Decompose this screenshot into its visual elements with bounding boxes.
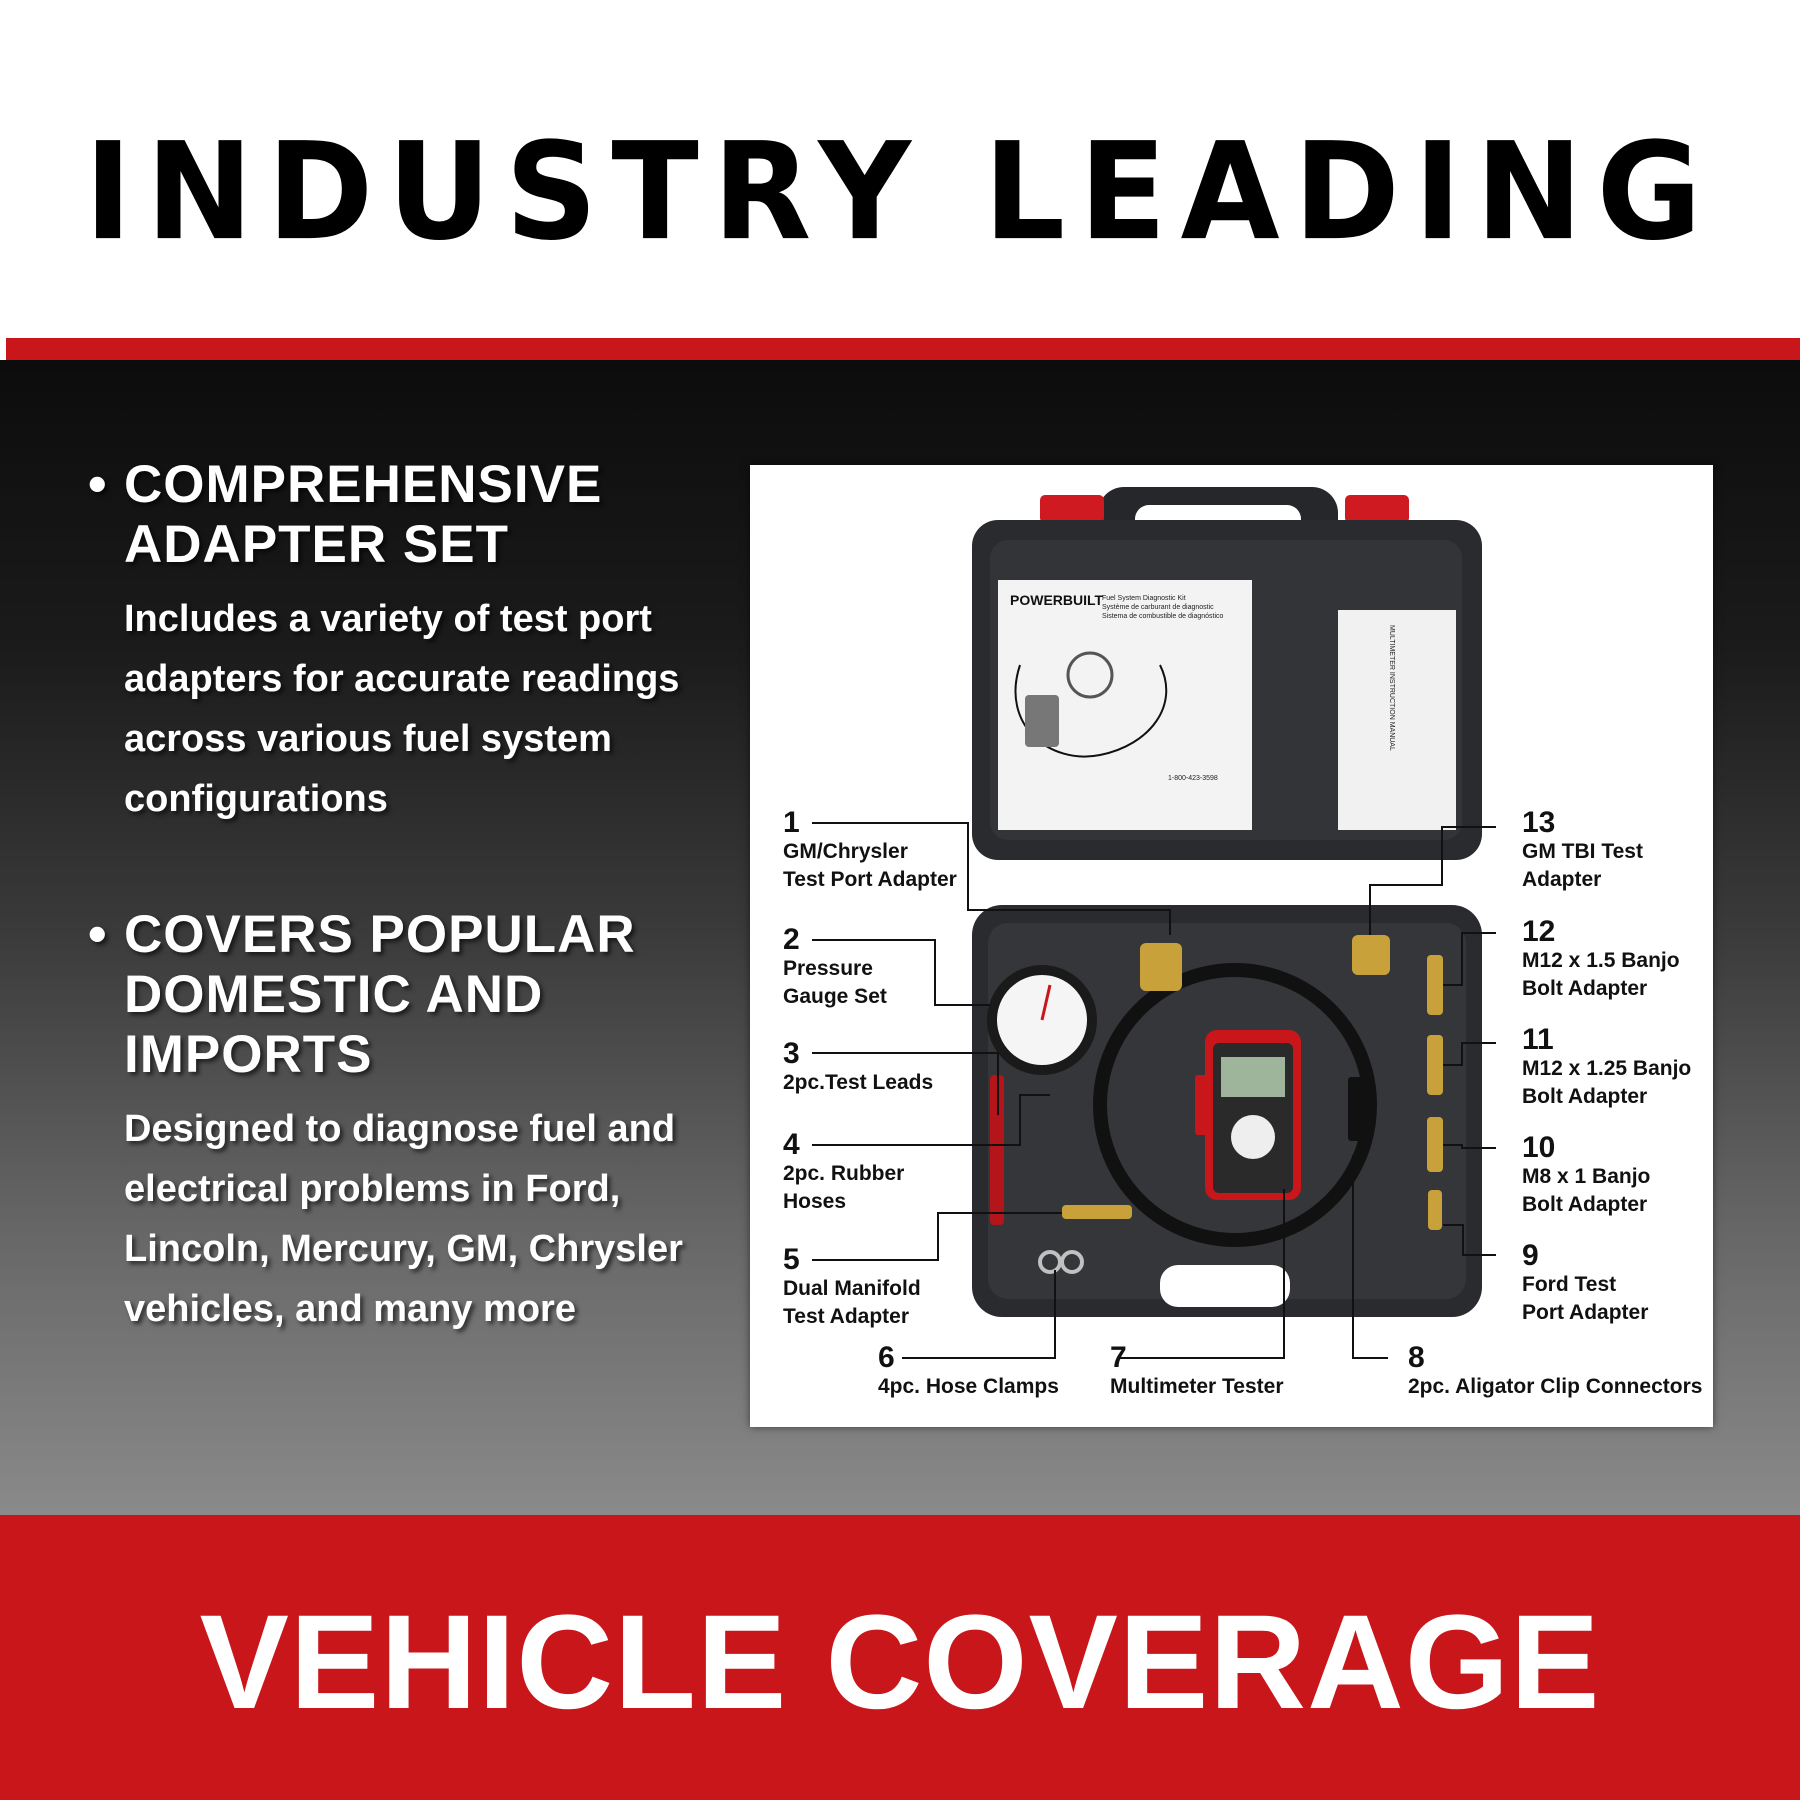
bullet-icon: •	[88, 905, 108, 964]
bullet-icon: •	[88, 455, 108, 514]
adapter-12	[1427, 955, 1443, 1015]
kit-product-photo: POWERBUILT Fuel System Diagnostic Kit Sy…	[750, 465, 1713, 1427]
kit-illustration: POWERBUILT Fuel System Diagnostic Kit Sy…	[812, 487, 1496, 1359]
feature-title: •COMPREHENSIVE ADAPTER SET	[88, 455, 603, 574]
adapter-10	[1427, 1117, 1443, 1172]
adapter-9	[1428, 1190, 1442, 1230]
clip-black	[1348, 1077, 1364, 1141]
latch-left	[1040, 495, 1104, 523]
feature-vehicle-coverage: •COVERS POPULAR DOMESTIC AND IMPORTS Des…	[88, 905, 728, 1339]
feature-body: Includes a variety of test port adapters…	[124, 598, 680, 820]
latch-right	[1345, 495, 1409, 523]
feature-body: Designed to diagnose fuel and electrical…	[124, 1108, 683, 1330]
adapter-11	[1427, 1035, 1443, 1095]
page-title: INDUSTRY LEADING	[84, 114, 1716, 271]
fuel-hose	[1093, 963, 1377, 1247]
adapter-1	[1140, 943, 1182, 991]
adapter-13	[1352, 935, 1390, 975]
footer-band	[0, 1515, 1800, 1800]
footer-title: VEHICLE COVERAGE	[199, 1588, 1601, 1737]
header-band	[0, 0, 1800, 338]
feature-adapter-set: •COMPREHENSIVE ADAPTER SET Includes a va…	[88, 455, 728, 829]
multimeter-manual	[1338, 610, 1456, 830]
feature-title: •COVERS POPULAR DOMESTIC AND IMPORTS	[88, 905, 636, 1084]
svg-text:Fuel System Diagnostic Kit: Fuel System Diagnostic Kit	[1102, 595, 1186, 602]
adapter-5	[1062, 1205, 1132, 1219]
svg-text:1-800-423-3598: 1-800-423-3598	[1168, 775, 1218, 782]
svg-text:Sistema de combustible de diag: Sistema de combustible de diagnóstico	[1102, 613, 1224, 620]
clip-red	[1195, 1075, 1213, 1135]
svg-text:Système de carburant de diagno: Système de carburant de diagnostic	[1102, 604, 1214, 611]
red-divider	[6, 338, 1800, 360]
manual-brand: POWERBUILT	[1010, 592, 1104, 608]
svg-text:MULTIMETER INSTRUCTION MANUAL: MULTIMETER INSTRUCTION MANUAL	[1388, 625, 1395, 751]
test-leads	[990, 1075, 1004, 1225]
